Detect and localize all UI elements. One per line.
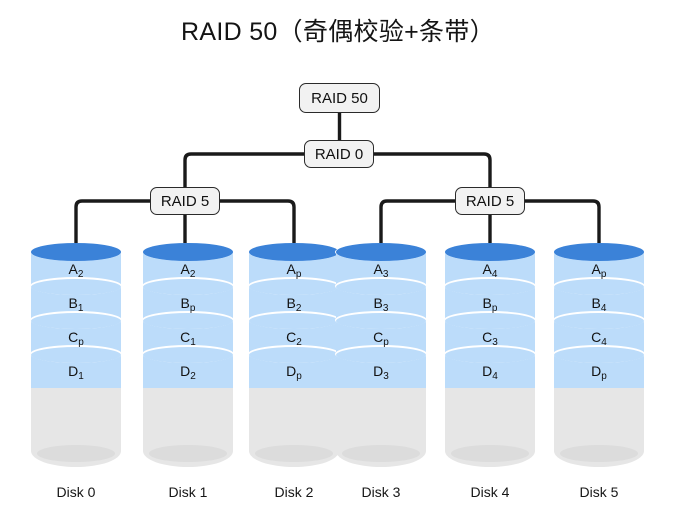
disk-2-block-3[interactable]: Dp [248,345,340,388]
disk-4-caption: Disk 4 [470,484,510,500]
disk-2-block-1-label: B2 [286,294,302,314]
disk-3-caption: Disk 3 [361,484,401,500]
disk-1-platter-top [143,243,233,261]
disk-4-block-2-label: C3 [482,328,498,348]
disk-0-block-3-label: D1 [68,362,84,382]
disk-0-free-space [31,386,121,467]
disk-1-caption: Disk 1 [168,484,208,500]
disk-0-platter-top [31,243,121,261]
disk-2-platter-top [249,243,339,261]
disk-3-free-space [336,386,426,467]
node-raid-5-group-0-label: RAID 5 [160,192,210,210]
disk-5-block-1-label: B4 [591,294,607,314]
disk-0-block-2-label: Cp [68,328,84,348]
disk-5-block-0-label: Ap [591,260,607,280]
disk-4-block-2[interactable]: C3 [444,311,536,354]
node-raid-5-group-1-label: RAID 5 [465,192,515,210]
disk-0-caption: Disk 0 [56,484,96,500]
disk-1-block-1-label: Bp [180,294,196,314]
page-title: RAID 50（奇偶校验+条带） [181,18,495,46]
disk-1-block-0-label: A2 [180,260,196,280]
edge-raid0-group1 [372,152,492,189]
disk-3-block-1-label: B3 [373,294,389,314]
disk-2-block-2-label: C2 [286,328,302,348]
disk-1-free-space [143,386,233,467]
disk-5-caption: Disk 5 [579,484,619,500]
disk-1-block-3[interactable]: D2 [142,345,234,388]
node-raid-0-label: RAID 0 [314,145,364,163]
disk-3-block-3-label: D3 [373,362,389,382]
disk-2-free-space [249,386,339,467]
disk-4-platter-top [445,243,535,261]
disk-5-block-3[interactable]: Dp [553,345,645,388]
disk-5-block-3-label: Dp [591,362,607,382]
disk-0-block-3[interactable]: D1 [30,345,122,388]
disk-3-block-2-label: Cp [373,328,389,348]
node-raid-5-group-0[interactable]: RAID 5 [150,187,220,215]
disk-4-block-3[interactable]: D4 [444,345,536,388]
node-raid-0[interactable]: RAID 0 [304,140,374,168]
node-raid-50-label: RAID 50 [311,89,368,107]
disk-2-block-0-label: Ap [286,260,302,280]
disk-2-caption: Disk 2 [274,484,314,500]
disk-0-block-1-label: B1 [68,294,84,314]
disk-5-free-space [554,386,644,467]
disk-3-block-0-label: A3 [373,260,389,280]
disk-1-block-3-label: D2 [180,362,196,382]
disk-5-platter-top [554,243,644,261]
disk-3-block-3[interactable]: D3 [335,345,427,388]
disk-2-block-3-label: Dp [286,362,302,382]
disk-0-block-0-label: A2 [68,260,84,280]
node-raid-50[interactable]: RAID 50 [299,83,380,113]
node-raid-5-group-1[interactable]: RAID 5 [455,187,525,215]
disk-4-block-3-label: D4 [482,362,498,382]
edge-raid0-group0 [183,152,306,189]
disk-4-free-space [445,386,535,467]
disk-4-block-0-label: A4 [482,260,498,280]
disk-4-block-1-label: Bp [482,294,498,314]
disk-3-platter-top [336,243,426,261]
disk-5-block-2-label: C4 [591,328,607,348]
disk-1-block-2-label: C1 [180,328,196,348]
